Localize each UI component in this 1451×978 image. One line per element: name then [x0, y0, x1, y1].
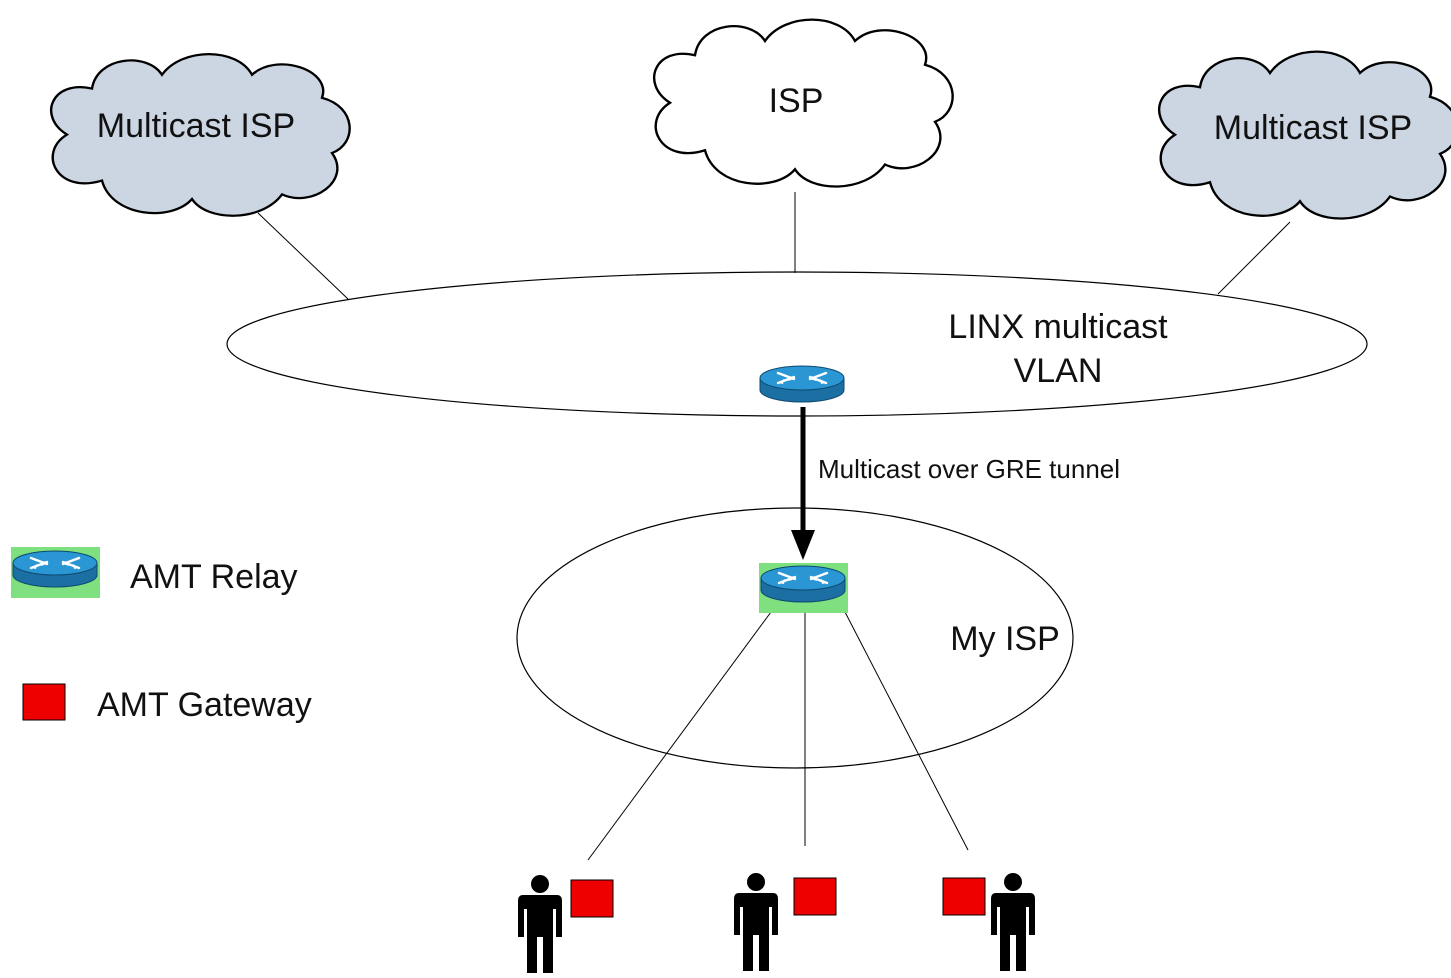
cloud-center-label: ISP	[769, 82, 824, 120]
legend-gateway-square-icon	[22, 683, 66, 721]
linx-label-line1: LINX multicast	[948, 308, 1168, 346]
linx-label-line2: VLAN	[1014, 352, 1103, 390]
cloud-left-label: Multicast ISP	[97, 107, 295, 145]
relay-router-icon	[759, 564, 847, 604]
legend: AMT Relay AMT Gateway	[11, 547, 312, 724]
linx-router-icon	[758, 364, 846, 404]
gateway-2-square-icon	[793, 877, 837, 916]
linx-vlan-ellipse	[226, 271, 1368, 417]
user-3-person-icon	[991, 873, 1035, 971]
my-isp-label: My ISP	[950, 620, 1060, 658]
legend-relay-router-icon	[11, 549, 99, 589]
user-1-person-icon	[518, 875, 562, 973]
user-2-person-icon	[734, 873, 778, 971]
legend-gateway-label: AMT Gateway	[97, 686, 312, 724]
gateway-1-square-icon	[570, 879, 614, 918]
gre-tunnel-arrowhead-icon	[791, 530, 815, 560]
link-cloud-left-linx	[257, 212, 349, 300]
legend-relay-label: AMT Relay	[130, 558, 298, 596]
link-relay-user1	[587, 611, 772, 861]
gateway-3-square-icon	[942, 877, 986, 916]
cloud-right-label: Multicast ISP	[1214, 109, 1412, 147]
tunnel-label: Multicast over GRE tunnel	[818, 454, 1120, 484]
my-isp-ellipse	[516, 507, 1074, 769]
link-relay-user3	[844, 611, 969, 851]
link-cloud-right-linx	[1217, 221, 1291, 295]
